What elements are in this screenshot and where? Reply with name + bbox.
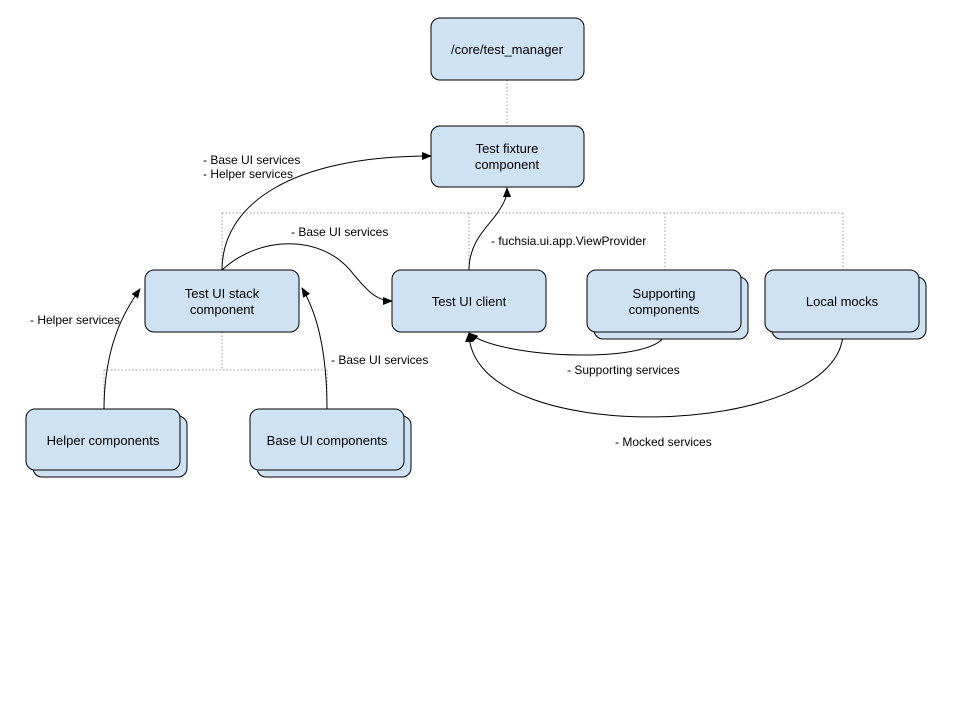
nodes: /core/test_manager Test fixture componen…	[25, 17, 927, 478]
node-test-manager: /core/test_manager	[430, 17, 585, 81]
node-helper-components-label: Helper components	[47, 433, 160, 448]
node-test-ui-client: Test UI client	[391, 269, 547, 333]
edge-helper-to-stack	[103, 288, 141, 411]
label-supporting-to-client: - Supporting services	[567, 363, 680, 377]
label-stack-to-fixture-line1: - Base UI services	[203, 153, 300, 167]
edge-client-to-fixture	[468, 187, 511, 271]
node-test-manager-label: /core/test_manager	[451, 42, 564, 57]
node-base-ui-components: Base UI components	[249, 408, 412, 478]
label-helper-to-stack: - Helper services	[30, 313, 120, 327]
label-mocks-to-client: - Mocked services	[615, 435, 712, 449]
node-supporting-components: Supporting components	[586, 269, 749, 340]
label-stack-to-fixture-line2: - Helper services	[203, 167, 293, 181]
node-test-fixture-label-line1: Test fixture	[476, 141, 539, 156]
node-base-ui-components-label: Base UI components	[267, 433, 388, 448]
node-local-mocks-label: Local mocks	[806, 294, 879, 309]
edges	[103, 152, 844, 418]
label-stack-to-client: - Base UI services	[291, 225, 388, 239]
node-supporting-components-label-line2: components	[629, 302, 700, 317]
label-client-to-fixture: - fuchsia.ui.app.ViewProvider	[491, 234, 646, 248]
node-test-ui-stack: Test UI stack component	[144, 269, 300, 333]
node-supporting-components-label-line1: Supporting	[633, 286, 696, 301]
edge-stack-to-fixture	[221, 152, 432, 271]
edge-base-to-stack	[301, 287, 328, 411]
edge-stack-to-client	[221, 243, 393, 305]
node-local-mocks: Local mocks	[764, 269, 927, 340]
label-base-to-stack: - Base UI services	[331, 353, 428, 367]
node-test-fixture-label-line2: component	[475, 157, 540, 172]
node-test-ui-client-label: Test UI client	[432, 294, 507, 309]
hierarchy-lines	[103, 80, 844, 410]
node-helper-components: Helper components	[25, 408, 188, 478]
node-test-fixture: Test fixture component	[430, 125, 585, 188]
edge-labels: - Base UI services - Helper services - B…	[30, 153, 712, 449]
node-test-ui-stack-label-line1: Test UI stack	[185, 286, 260, 301]
node-test-ui-stack-label-line2: component	[190, 302, 255, 317]
edge-supporting-to-client	[468, 331, 666, 356]
